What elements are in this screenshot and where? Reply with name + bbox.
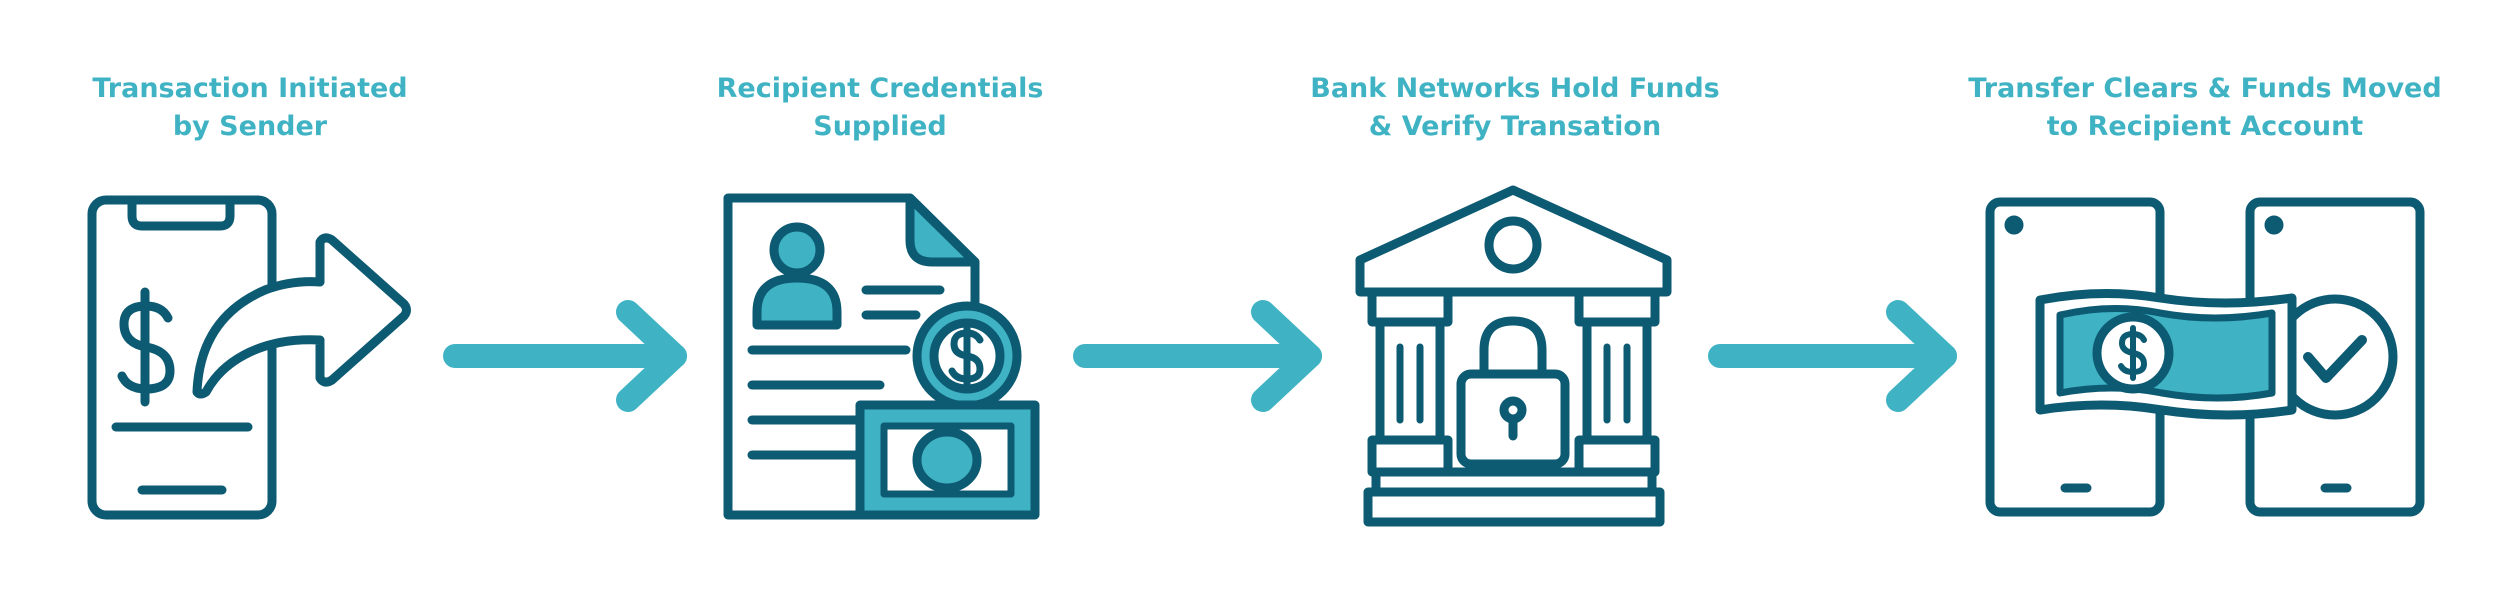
step-1-label: Transaction Initiated by Sender <box>0 70 500 146</box>
phone-send-money-icon <box>87 195 411 520</box>
step-3-label: Bank Networks Hold Funds & Verify Transa… <box>1265 70 1765 146</box>
step-3-label-line1: Bank Networks Hold Funds <box>1310 73 1720 104</box>
step-2-label-line2: Supplied <box>813 111 947 142</box>
step-2-label-line1: Recipient Credentials <box>716 73 1044 104</box>
flow-arrow-2 <box>1073 300 1322 412</box>
bank-lock-icon <box>1355 185 1672 527</box>
step-1-label-line2: by Sender <box>172 111 328 142</box>
step-3-label-line2: & Verify Transation <box>1368 111 1662 142</box>
step-2-label: Recipient Credentials Supplied <box>630 70 1130 146</box>
step-4-label-line2: to Recipient Account <box>2046 111 2364 142</box>
step-4-label: Transfer Clears & Funds Moved to Recipie… <box>1955 70 2455 146</box>
step-4-label-line1: Transfer Clears & Funds Moved <box>1968 73 2442 104</box>
step-1-label-line1: Transaction Initiated <box>92 73 408 104</box>
flow-arrow-3 <box>1708 300 1957 412</box>
document-credentials-icon <box>723 193 1040 520</box>
phone-transfer-complete-icon <box>1985 197 2425 517</box>
flow-arrow-1 <box>443 300 687 412</box>
